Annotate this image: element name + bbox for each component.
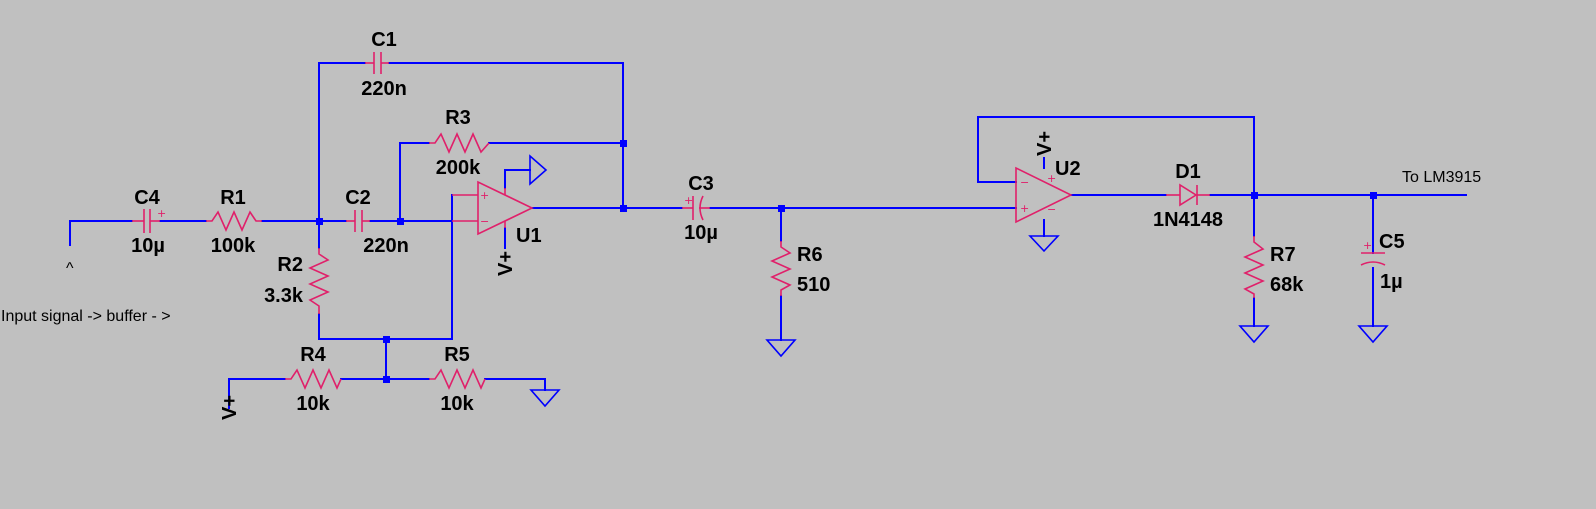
r7-symbol	[1243, 236, 1265, 298]
junction-u1-out	[620, 205, 627, 212]
wire-c1-left	[318, 62, 366, 222]
labels: C1 220n R3 200k C4 10µ R1 100k C2 220n R…	[1, 29, 1481, 420]
r2-ref: R2	[277, 254, 303, 276]
c4-value: 10µ	[131, 235, 165, 257]
r3-value: 200k	[436, 157, 481, 179]
u2-plus-pin: +	[1020, 202, 1029, 215]
r5-symbol	[429, 368, 486, 390]
c4-polarity-mark: +	[157, 207, 166, 220]
ground-icon	[1357, 325, 1389, 344]
c3-ref: C3	[688, 173, 714, 195]
c5-value: 1µ	[1380, 271, 1403, 293]
ground-icon	[765, 339, 797, 358]
r7-ref: R7	[1270, 244, 1296, 266]
r6-ref: R6	[797, 244, 823, 266]
c5-ref: C5	[1379, 231, 1405, 253]
c2-ref: C2	[345, 187, 371, 209]
r4-value: 10k	[296, 393, 330, 415]
u1-plus-pin: +	[480, 189, 489, 202]
r1-ref: R1	[220, 187, 246, 209]
grounds	[529, 154, 1389, 408]
junction-divider-top	[383, 336, 390, 343]
wire-u2-feedback	[977, 116, 1255, 196]
output-note: To LM3915	[1402, 169, 1481, 186]
junction-r3-out	[620, 140, 627, 147]
r2-value: 3.3k	[264, 285, 304, 307]
wire-r4-left	[228, 378, 286, 409]
junction-r6	[778, 205, 785, 212]
u2-plus-pin: +	[1047, 172, 1056, 185]
c5-polarity-mark: +	[1363, 239, 1372, 252]
wire-r3-left	[399, 142, 430, 222]
r5-value: 10k	[440, 393, 474, 415]
c3-value: 10µ	[684, 222, 718, 244]
c3-polarity-mark: +	[684, 194, 693, 207]
opamps: + − + − + −	[452, 166, 1073, 236]
r4-ref: R4	[300, 344, 326, 366]
input-marker: ^	[66, 260, 74, 277]
u2-opamp-symbol	[1015, 166, 1073, 224]
input-note: Input signal -> buffer - >	[1, 308, 171, 325]
wire-u1-ref	[504, 169, 531, 189]
divider-vplus-label: V+	[219, 395, 241, 420]
junction-r1-c2	[316, 218, 323, 225]
junction-c5	[1370, 192, 1377, 199]
r1-symbol	[206, 210, 262, 232]
u2-minus-pin: −	[1020, 176, 1029, 189]
ground-icon	[1238, 325, 1270, 344]
r1-value: 100k	[211, 235, 256, 257]
r3-symbol	[429, 132, 490, 154]
d1-ref: D1	[1175, 161, 1201, 183]
c5-curved-plate	[1360, 261, 1386, 266]
ground-icon	[1028, 235, 1060, 253]
junctions	[316, 140, 1377, 383]
wire-input	[69, 220, 133, 246]
reference-flag-icon	[529, 154, 548, 186]
capacitors: + + +	[132, 52, 1386, 266]
u1-vplus-label: V+	[495, 251, 517, 276]
r7-value: 68k	[1270, 274, 1304, 296]
wire-r5-gnd	[484, 378, 546, 391]
diode-d1	[1166, 183, 1210, 207]
d1-triangle	[1179, 183, 1198, 207]
r4-symbol	[285, 368, 342, 390]
u2-minus-pin: −	[1047, 203, 1056, 216]
c1-value: 220n	[361, 78, 407, 100]
ground-icon	[529, 389, 561, 408]
r2-symbol	[308, 248, 330, 314]
junction-c2-r3	[397, 218, 404, 225]
u2-ref: U2	[1055, 158, 1081, 180]
junction-d1-r7	[1251, 192, 1258, 199]
r3-ref: R3	[445, 107, 471, 129]
junction-divider-mid	[383, 376, 390, 383]
resistors	[206, 132, 1265, 390]
wires	[69, 62, 1467, 409]
c1-ref: C1	[371, 29, 397, 51]
c2-value: 220n	[363, 235, 409, 257]
u1-ref: U1	[516, 225, 542, 247]
wire-u1plus-divider	[318, 194, 453, 340]
u2-vplus-label: V+	[1034, 131, 1056, 156]
r6-symbol	[770, 241, 792, 296]
c4-ref: C4	[134, 187, 160, 209]
r6-value: 510	[797, 274, 830, 296]
wire-c1-right	[388, 62, 624, 209]
u1-minus-pin: −	[480, 215, 489, 228]
r5-ref: R5	[444, 344, 470, 366]
d1-value: 1N4148	[1153, 209, 1223, 231]
